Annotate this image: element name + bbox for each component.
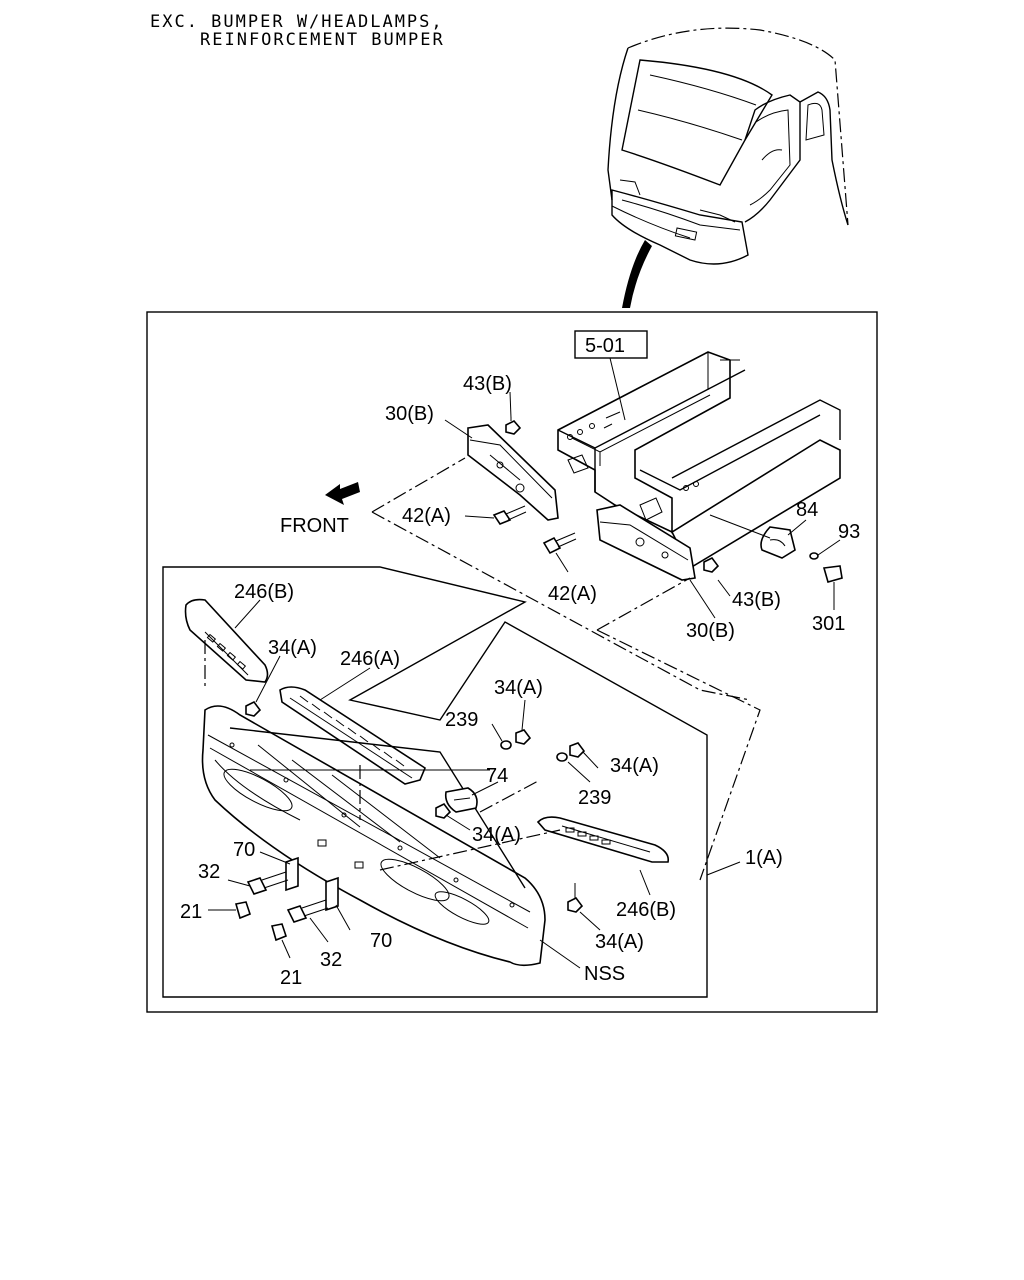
callout-246a: 246(A) xyxy=(340,648,400,670)
inner-frame xyxy=(162,566,708,998)
nut-43b-lower xyxy=(703,556,720,573)
callout-239-2: 239 xyxy=(578,787,611,809)
end-cap-246b-right xyxy=(536,816,670,863)
bolt-301 xyxy=(822,565,843,610)
callout-246b-bottom: 246(B) xyxy=(616,899,676,921)
front-arrow-icon xyxy=(325,482,360,505)
callout-34a-5: 34(A) xyxy=(595,931,644,953)
nut-34a-1 xyxy=(245,700,262,717)
bolt-32-1 xyxy=(246,871,289,895)
callout-43b-right: 43(B) xyxy=(732,589,781,611)
callout-301: 301 xyxy=(812,613,845,635)
nut-34a-2 xyxy=(515,729,532,745)
callout-70-1: 70 xyxy=(233,839,255,861)
reference-box-label: 5-01 xyxy=(585,335,625,357)
bracket-30b-lower xyxy=(596,504,696,581)
assembly-line-4 xyxy=(596,629,761,881)
callout-30b-bottom: 30(B) xyxy=(686,620,735,642)
callout-nss: NSS xyxy=(584,963,625,985)
front-label: FRONT xyxy=(280,515,349,537)
truck-cab-illustration xyxy=(607,27,849,308)
callout-42a-left: 42(A) xyxy=(402,505,451,527)
callout-1a: 1(A) xyxy=(745,847,783,869)
callout-32-2: 32 xyxy=(320,949,342,971)
nut-43b-upper xyxy=(505,417,522,435)
pointer-arrow-icon xyxy=(622,240,652,308)
callout-30b-top: 30(B) xyxy=(385,403,434,425)
nut-21-1 xyxy=(234,901,251,920)
bracket-74-slot xyxy=(453,797,471,801)
reference-box xyxy=(574,330,648,359)
callout-43b-top: 43(B) xyxy=(463,373,512,395)
nut-34a-3 xyxy=(569,742,586,758)
bumper-assembly-line-4 xyxy=(379,829,561,871)
callout-32-1: 32 xyxy=(198,861,220,883)
bracket-30b-upper xyxy=(467,424,559,521)
callout-34a-4: 34(A) xyxy=(472,824,521,846)
bumper-1a xyxy=(201,705,546,967)
callout-84: 84 xyxy=(796,499,818,521)
callout-42a-bottom: 42(A) xyxy=(548,583,597,605)
callout-93: 93 xyxy=(838,521,860,543)
leader-lines xyxy=(208,391,841,969)
callout-21-2: 21 xyxy=(280,967,302,989)
chassis-frame xyxy=(557,351,841,570)
bracket-70-2 xyxy=(325,876,339,912)
outer-frame xyxy=(146,311,878,1013)
assembly-line-3 xyxy=(596,577,691,631)
callout-70-2: 70 xyxy=(370,930,392,952)
grille-246a xyxy=(279,686,426,785)
bracket-74 xyxy=(444,787,478,813)
end-cap-246b-left xyxy=(184,598,269,683)
washer-239-1 xyxy=(500,740,512,750)
leader-ref-box xyxy=(609,357,626,421)
nut-34a-4 xyxy=(435,802,452,819)
assembly-line-1 xyxy=(371,457,466,513)
callout-34a-2: 34(A) xyxy=(494,677,543,699)
bolt-42a-upper xyxy=(492,505,527,525)
bolt-32-2 xyxy=(286,899,329,923)
nut-21-2 xyxy=(270,923,287,942)
washer-239-2 xyxy=(556,752,568,762)
callout-21-1: 21 xyxy=(180,901,202,923)
tow-hook-84 xyxy=(709,514,796,559)
nut-34a-5 xyxy=(567,896,584,913)
header-line-1: EXC. BUMPER W/HEADLAMPS, xyxy=(150,12,444,32)
bumper-assembly-line-3 xyxy=(479,779,541,813)
washer-93 xyxy=(809,552,819,560)
callout-246b-top: 246(B) xyxy=(234,581,294,603)
bolt-42a-lower xyxy=(542,532,577,555)
callout-239-1: 239 xyxy=(445,709,478,731)
header-line-2: REINFORCEMENT BUMPER xyxy=(200,30,445,50)
callout-34a-1: 34(A) xyxy=(268,637,317,659)
callout-34a-3: 34(A) xyxy=(610,755,659,777)
callout-74: 74 xyxy=(486,765,508,787)
